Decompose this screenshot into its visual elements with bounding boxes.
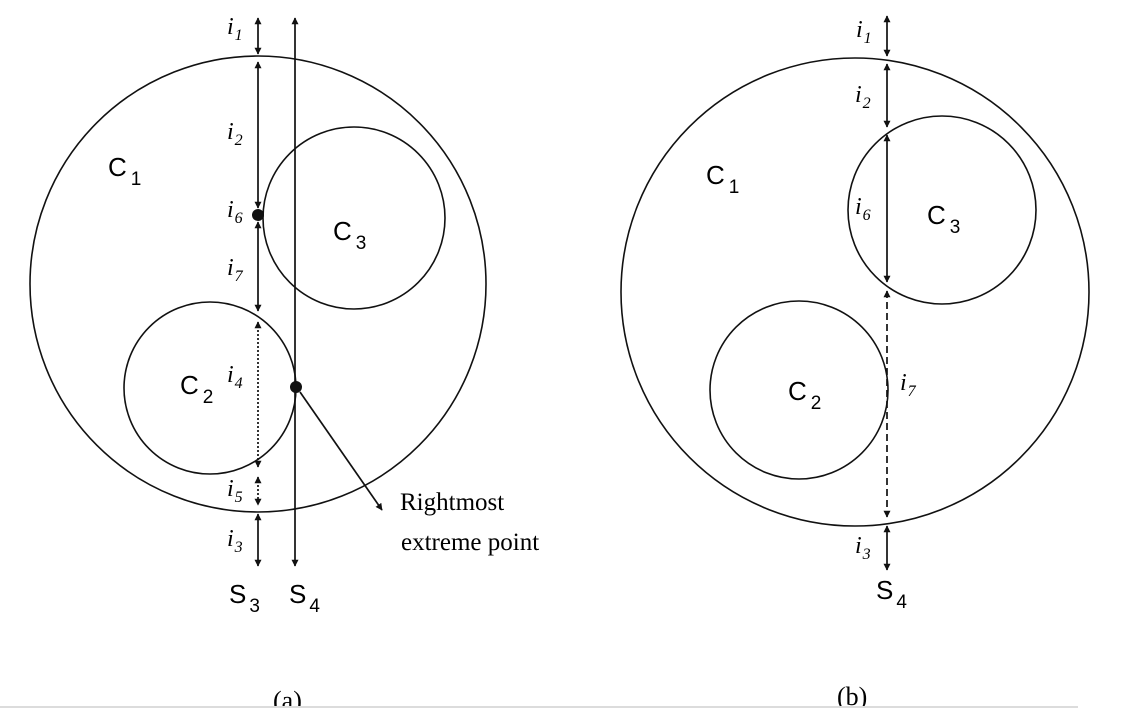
label-i2-b: i2 <box>855 82 871 112</box>
point-i6-a <box>252 209 264 221</box>
rightmost-point-a <box>290 381 302 393</box>
label-i4-a: i4 <box>227 362 243 392</box>
circle-c3-a <box>262 126 446 310</box>
bottom-divider <box>0 706 1078 708</box>
label-i6-b: i6 <box>855 194 871 224</box>
annotation-line1-a: Rightmost <box>400 489 504 516</box>
annotation-arrow-a <box>299 391 383 511</box>
label-i1-a: i1 <box>227 14 243 44</box>
label-i7-b: i7 <box>900 370 917 400</box>
label-i3-b: i3 <box>855 533 871 563</box>
label-i6-a: i6 <box>227 197 243 227</box>
label-i2-a: i2 <box>227 119 243 149</box>
annotation-line2-a: extreme point <box>401 529 539 556</box>
circle-c1-b <box>620 57 1090 527</box>
label-i3-a: i3 <box>227 526 243 556</box>
circle-c3-b <box>847 115 1037 305</box>
circle-c1-a <box>29 55 487 513</box>
label-i5-a: i5 <box>227 476 243 506</box>
caption-a: (a) <box>273 686 302 708</box>
caption-b: (b) <box>837 682 867 708</box>
label-i7-a: i7 <box>227 255 244 285</box>
label-i1-b: i1 <box>856 17 872 47</box>
